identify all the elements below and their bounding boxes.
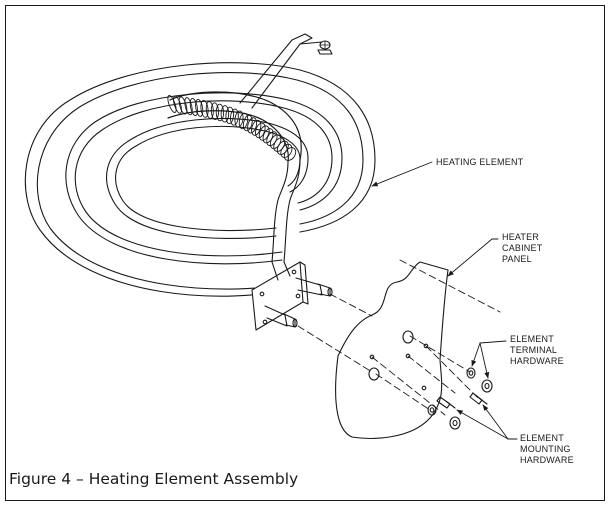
spring-ring	[229, 108, 239, 126]
spring-ring	[215, 103, 225, 122]
element-terminal-hardware-label: ELEMENT TERMINAL HARDWARE	[510, 334, 564, 366]
spring-ring	[283, 147, 297, 161]
spring-ring	[225, 106, 234, 125]
spring-ring	[247, 117, 258, 134]
heater-cabinet-panel	[335, 261, 449, 439]
heating-element-label: HEATING ELEMENT	[436, 157, 524, 167]
spring-ring	[205, 101, 214, 119]
spring-ring	[178, 96, 188, 115]
terminal-leg	[271, 159, 301, 263]
spring-ring	[220, 105, 230, 123]
heater-cabinet-panel-label: HEATER CABINET PANEL	[502, 232, 543, 264]
mounting-screws	[436, 392, 488, 409]
spring-ring	[200, 100, 209, 118]
terminal-hardware	[427, 367, 493, 430]
terminal-block	[251, 261, 333, 331]
spring-ring	[210, 102, 219, 121]
spring-ring	[280, 143, 293, 158]
spring-ring	[234, 110, 244, 128]
element-mounting-hardware-label: ELEMENT MOUNTING HARDWARE	[520, 433, 574, 465]
figure-frame	[5, 5, 605, 501]
spring-ring	[238, 112, 249, 130]
spring-ring	[167, 95, 177, 113]
coil-sheath-spring	[167, 91, 302, 163]
spring-ring	[189, 97, 199, 117]
spring-ring	[242, 114, 253, 132]
figure-caption: Figure 4 – Heating Element Assembly	[9, 470, 299, 488]
callout-leaders	[371, 161, 518, 440]
heating-element-coil	[24, 62, 376, 297]
spring-ring	[251, 119, 262, 136]
mounting-bracket	[239, 33, 333, 109]
assembly-center-lines	[297, 259, 501, 416]
spring-ring	[255, 122, 266, 139]
spring-ring	[195, 98, 204, 117]
spring-ring	[184, 97, 193, 116]
spring-ring	[173, 95, 182, 114]
